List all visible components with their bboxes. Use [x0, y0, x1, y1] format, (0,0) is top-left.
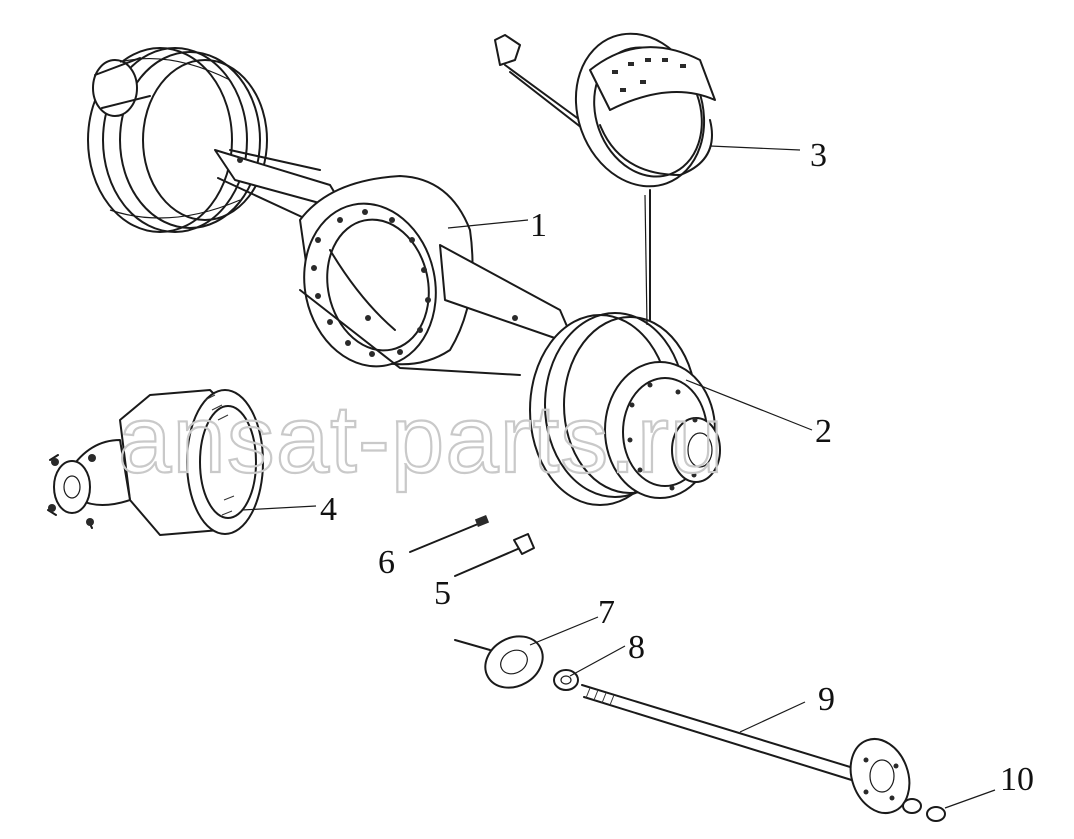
callout-1: 1 [530, 207, 547, 244]
bolt-part-6 [409, 515, 490, 553]
left-hub-drum [87, 47, 268, 233]
half-shaft-part-9 [581, 684, 911, 814]
nut-part-10 [902, 798, 946, 822]
callout-10: 10 [1000, 761, 1034, 798]
axle-housing [87, 47, 721, 506]
differential [47, 389, 264, 536]
callout-5: 5 [434, 575, 451, 612]
callout-2: 2 [815, 413, 832, 450]
leader-lines [241, 145, 996, 809]
flange-part-7 [454, 635, 544, 689]
brake-assembly [494, 32, 716, 326]
callout-6: 6 [378, 544, 395, 581]
bolt-part-5 [454, 533, 535, 577]
callout-4: 4 [320, 491, 337, 528]
watermark: ansat-parts.ru [118, 386, 724, 493]
right-hub-drum [529, 312, 721, 506]
callout-8: 8 [628, 629, 645, 666]
callout-7: 7 [598, 594, 615, 631]
callout-9: 9 [818, 681, 835, 718]
callout-3: 3 [810, 137, 827, 174]
